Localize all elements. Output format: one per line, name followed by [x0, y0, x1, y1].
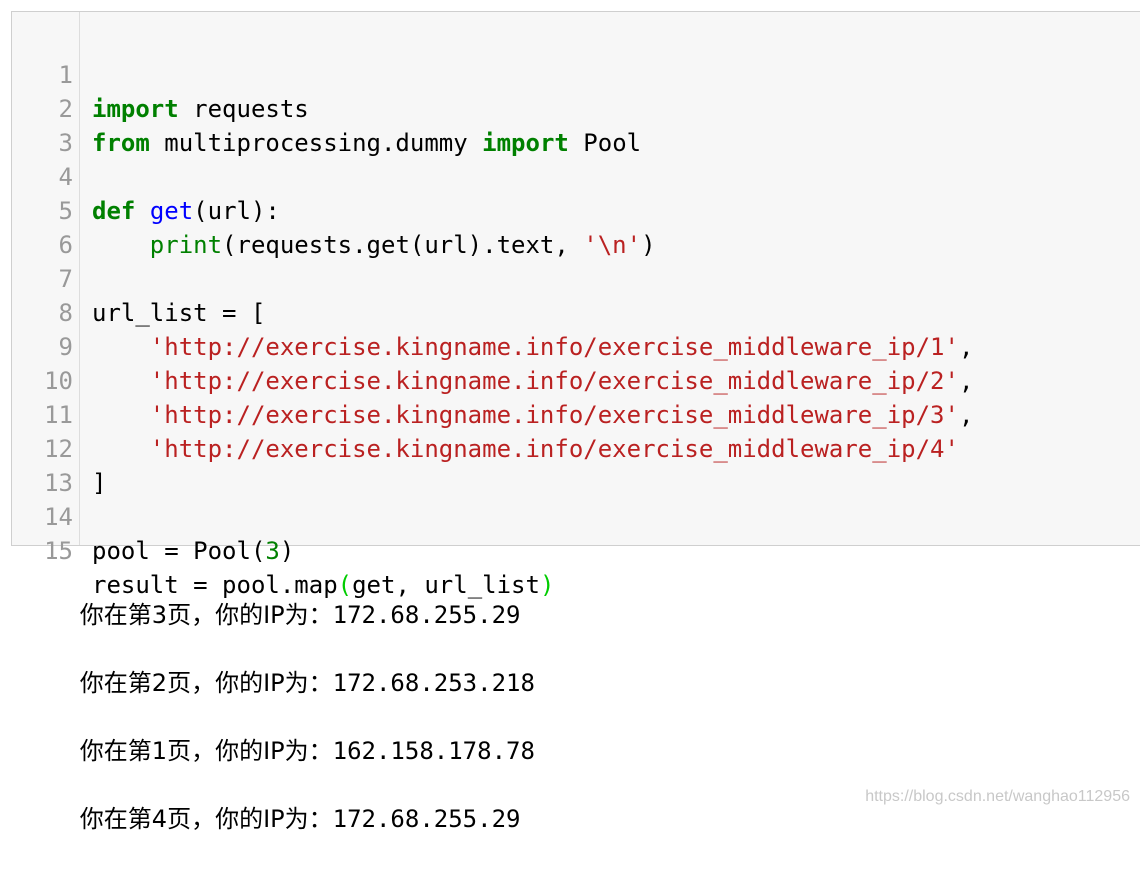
- string-literal: 'http://exercise.kingname.info/exercise_…: [149, 401, 959, 429]
- code-line: 15 result = pool.map(get, url_list): [12, 500, 1140, 599]
- line-number: 2: [58, 95, 73, 123]
- number-literal: 3: [265, 537, 280, 565]
- code-text: get, url_list: [352, 571, 540, 599]
- output-label: 你在第2页，你的IP为：: [79, 669, 333, 697]
- code-line: 8 'http://exercise.kingname.info/exercis…: [12, 262, 1140, 361]
- code-text: multiprocessing.dummy: [149, 129, 483, 157]
- line-number: 5: [58, 197, 73, 225]
- ip-address: 172.68.253.218: [332, 669, 535, 697]
- function-name: get: [149, 197, 194, 225]
- line-number: 14: [44, 503, 73, 531]
- code-text: requests: [178, 95, 309, 123]
- keyword: import: [482, 129, 569, 157]
- code-line: 2 from multiprocessing.dummy import Pool: [12, 58, 1140, 157]
- line-number: 1: [58, 61, 73, 89]
- line-number: 4: [58, 163, 73, 191]
- code-line: 7 url_list = [: [12, 228, 1140, 327]
- code-text: ]: [92, 469, 107, 497]
- code-text: ,: [958, 401, 974, 429]
- string-literal: 'http://exercise.kingname.info/exercise_…: [149, 367, 959, 395]
- keyword: import: [92, 95, 179, 123]
- code-line: 12 ]: [12, 398, 1140, 497]
- ip-address: 162.158.178.78: [332, 737, 535, 765]
- ip-address: 172.68.255.29: [332, 805, 521, 833]
- keyword: def: [92, 197, 136, 225]
- ip-address: 172.68.255.29: [332, 601, 521, 629]
- code-text: ): [279, 537, 295, 565]
- line-number: 7: [58, 265, 73, 293]
- code-line: 10 'http://exercise.kingname.info/exerci…: [12, 330, 1140, 429]
- code-line: 6: [12, 194, 1140, 259]
- keyword: from: [92, 129, 150, 157]
- output-line: 你在第2页，你的IP为：172.68.253.218: [22, 623, 535, 697]
- line-number-gutter: [12, 12, 80, 545]
- watermark: https://blog.csdn.net/wanghao112956: [865, 788, 1130, 805]
- line-number: 15: [44, 537, 73, 565]
- string-literal: '\n': [583, 231, 642, 259]
- code-text: ): [641, 231, 656, 259]
- line-number: 12: [44, 435, 73, 463]
- line-number: 8: [58, 299, 73, 327]
- code-line: 11 'http://exercise.kingname.info/exerci…: [12, 364, 1140, 463]
- code-text: url_list = [: [92, 299, 266, 327]
- line-number: 9: [58, 333, 73, 361]
- code-text: Pool: [568, 129, 642, 157]
- output-label: 你在第4页，你的IP为：: [79, 805, 333, 833]
- line-number: 11: [44, 401, 73, 429]
- line-number: 13: [44, 469, 73, 497]
- code-text: (url):: [193, 197, 280, 225]
- code-line: 9 'http://exercise.kingname.info/exercis…: [12, 296, 1140, 395]
- code-line: 4 def get(url):: [12, 126, 1140, 225]
- code-line: 5 print(requests.get(url).text, '\n'): [12, 160, 1140, 259]
- matching-paren: ): [539, 571, 555, 599]
- code-text: ,: [958, 367, 974, 395]
- code-line: 3: [12, 92, 1140, 157]
- string-literal: 'http://exercise.kingname.info/exercise_…: [149, 435, 959, 463]
- output-label: 你在第1页，你的IP为：: [79, 737, 333, 765]
- code-text: pool = Pool(: [92, 537, 266, 565]
- output-label: 你在第3页，你的IP为：: [79, 601, 333, 629]
- output-line: 你在第3页，你的IP为：172.68.255.29: [22, 555, 521, 629]
- output-line: 你在第1页，你的IP为：162.158.178.78: [22, 691, 535, 765]
- builtin: print: [149, 231, 223, 259]
- code-line: 13: [12, 432, 1140, 497]
- code-text: (requests.get(url).text,: [222, 231, 584, 259]
- code-text: result = pool.map: [92, 571, 338, 599]
- code-cell[interactable]: 1 import requests 2 from multiprocessing…: [11, 11, 1140, 599]
- string-literal: 'http://exercise.kingname.info/exercise_…: [149, 333, 959, 361]
- code-text: ,: [958, 333, 974, 361]
- code-line: 1 import requests: [12, 24, 1140, 123]
- line-number: 3: [58, 129, 73, 157]
- line-number: 10: [44, 367, 73, 395]
- line-number: 6: [58, 231, 73, 259]
- code-line: 14 pool = Pool(3): [12, 466, 1140, 565]
- matching-paren: (: [337, 571, 353, 599]
- output-line: 你在第4页，你的IP为：172.68.255.29: [22, 759, 521, 833]
